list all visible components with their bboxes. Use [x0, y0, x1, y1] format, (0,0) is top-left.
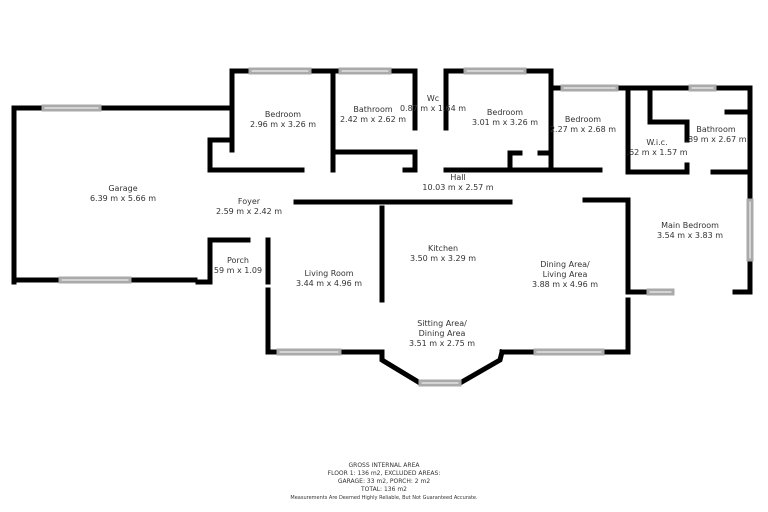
- room-size: .89 m x 2.67 m: [685, 135, 747, 144]
- room-name: Garage: [108, 184, 138, 193]
- windows: [41, 67, 754, 387]
- area-summary: GROSS INTERNAL AREA FLOOR 1: 136 m2, EXC…: [290, 462, 477, 502]
- room-size: 3.50 m x 3.29 m: [409, 254, 477, 263]
- room-name: Bedroom: [486, 108, 524, 117]
- room-size: 3.44 m x 4.96 m: [295, 279, 363, 288]
- room-size: 3.54 m x 3.83 m: [656, 231, 724, 240]
- walls: [11, 68, 753, 386]
- floor-area: FLOOR 1: 136 m2, EXCLUDED AREAS:: [327, 470, 441, 477]
- room-size: 2.42 m x 2.62 m: [339, 115, 407, 124]
- room-size: 0.87 m x 1.64 m: [399, 104, 467, 113]
- room-size: 10.03 m x 2.57 m: [422, 183, 494, 192]
- room-size: 2.27 m x 2.68 m: [549, 125, 617, 134]
- room-name: W.i.c.: [646, 138, 668, 147]
- room-name: Wc: [426, 94, 440, 103]
- room-label-wic: W.i.c..62 m x 1.57 m: [626, 138, 687, 158]
- room-size: 59 m x 1.09: [213, 266, 263, 275]
- room-size: 2.59 m x 2.42 m: [215, 207, 283, 216]
- room-name: Bedroom: [564, 115, 602, 124]
- room-name: Main Bedroom: [661, 221, 719, 230]
- room-name: Sitting Area/ Dining Area: [417, 319, 467, 338]
- room-size: 6.39 m x 5.66 m: [89, 194, 157, 203]
- room-size: 3.51 m x 2.75 m: [408, 339, 476, 348]
- disclaimer: Measurements Are Deemed Highly Reliable,…: [290, 495, 478, 501]
- room-name: Dining Area/ Living Area: [540, 260, 590, 279]
- room-name: Foyer: [237, 197, 261, 206]
- room-size: .62 m x 1.57 m: [626, 148, 688, 157]
- area-heading: GROSS INTERNAL AREA: [348, 462, 420, 469]
- room-name: Living Room: [304, 269, 354, 278]
- room-size: 2.96 m x 3.26 m: [249, 120, 317, 129]
- room-name: Hall: [450, 173, 466, 182]
- room-name: Bedroom: [264, 110, 302, 119]
- room-label-ensuite: Bathroom.89 m x 2.67 m: [685, 125, 746, 145]
- total-area: TOTAL: 136 m2: [361, 486, 407, 493]
- room-size: 3.01 m x 3.26 m: [471, 118, 539, 127]
- room-name: Porch: [226, 256, 249, 265]
- room-name: Kitchen: [427, 244, 459, 253]
- room-name: Bathroom: [353, 105, 393, 114]
- room-name: Bathroom: [696, 125, 736, 134]
- excluded-areas: GARAGE: 33 m2, PORCH: 2 m2: [337, 478, 431, 485]
- room-size: 3.88 m x 4.96 m: [531, 280, 599, 289]
